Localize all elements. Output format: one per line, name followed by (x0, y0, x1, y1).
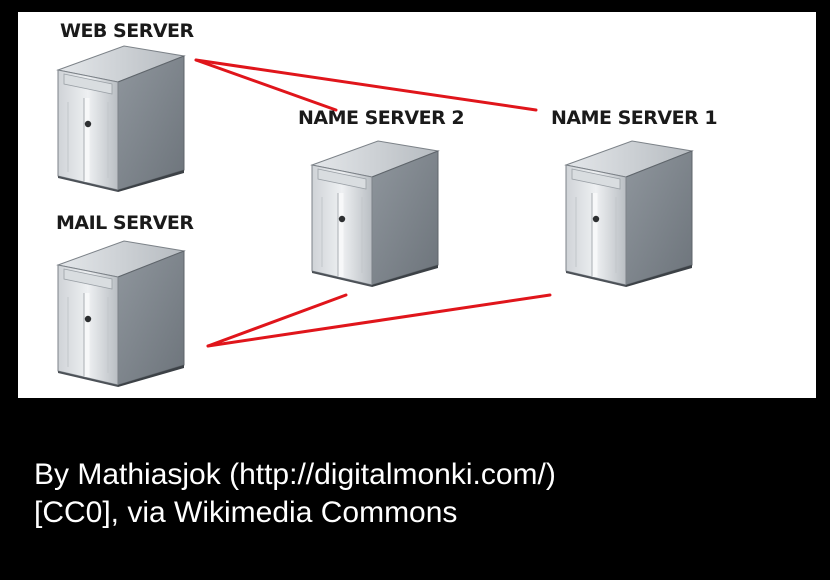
caption-line-1: By Mathiasjok (http://digitalmonki.com/) (34, 458, 556, 491)
diagram-panel: WEB SERVER MAIL SERVER NAME SERVER 2 NAM… (18, 12, 816, 398)
connection-mail-ns2 (206, 293, 348, 348)
name-server-2-icon (310, 137, 442, 287)
connection-mail-ns1 (206, 293, 552, 348)
mail-server-icon (56, 237, 188, 387)
connection-web-ns1 (194, 58, 538, 112)
web-server-label: WEB SERVER (60, 20, 194, 42)
name-server-1-icon (564, 137, 696, 287)
name-server-2-label: NAME SERVER 2 (298, 107, 465, 129)
caption-line-2: [CC0], via Wikimedia Commons (34, 496, 458, 529)
name-server-1-label: NAME SERVER 1 (551, 107, 718, 129)
connection-web-ns2 (194, 58, 338, 112)
attribution-caption: By Mathiasjok (http://digitalmonki.com/)… (34, 456, 814, 532)
mail-server-label: MAIL SERVER (56, 212, 194, 234)
connection-lines (194, 58, 552, 348)
web-server-icon (56, 42, 188, 192)
